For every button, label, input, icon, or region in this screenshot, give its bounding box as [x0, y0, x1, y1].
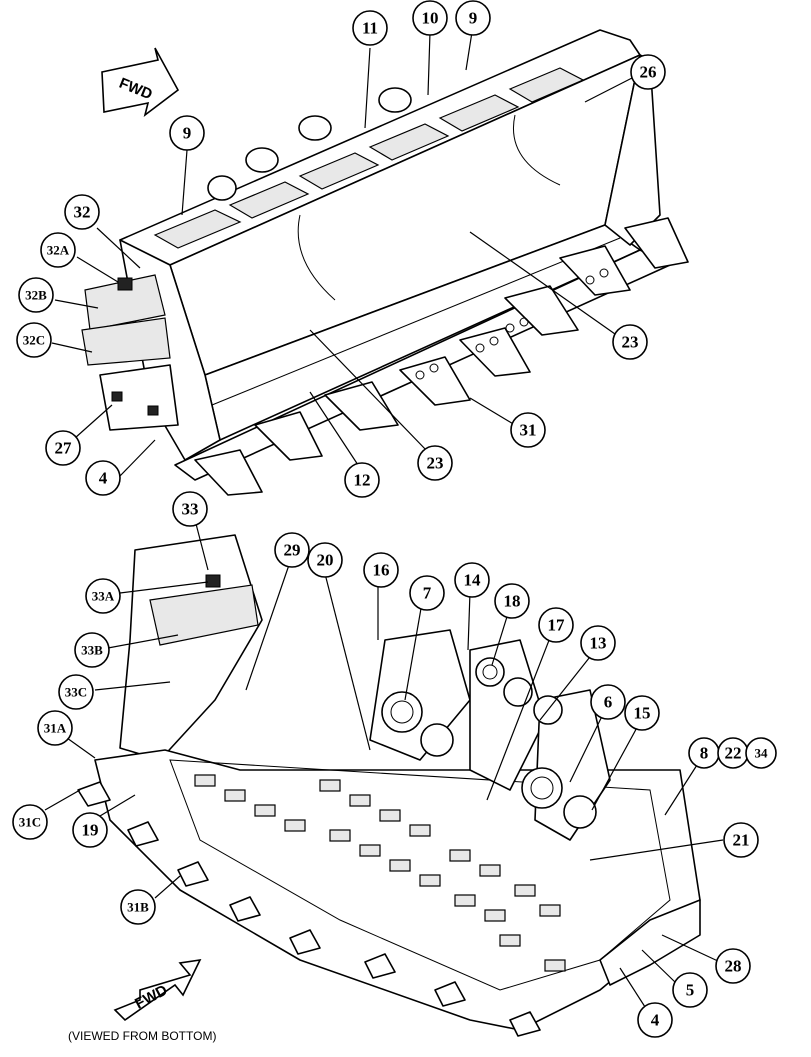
- callout-20: 20: [307, 542, 343, 578]
- callout-29: 29: [274, 532, 310, 568]
- callout-9-left: 9: [169, 115, 205, 151]
- svg-text:32A: 32A: [47, 243, 70, 258]
- bucket-teeth: [194, 217, 689, 496]
- callout-7: 7: [409, 575, 445, 611]
- callout-31A: 31A: [37, 710, 73, 746]
- callout-31B: 31B: [120, 889, 156, 925]
- svg-text:6: 6: [604, 693, 613, 712]
- callout-33: 33: [172, 491, 208, 527]
- bottom-teeth: [77, 781, 541, 1037]
- callout-19: 19: [72, 812, 108, 848]
- callout-6: 6: [590, 684, 626, 720]
- svg-text:32: 32: [74, 203, 91, 222]
- svg-text:32B: 32B: [25, 288, 47, 303]
- svg-text:15: 15: [634, 704, 651, 723]
- callout-4-bottom: 4: [637, 1002, 673, 1038]
- callout-33B: 33B: [74, 632, 110, 668]
- svg-text:11: 11: [362, 19, 378, 38]
- callout-32C: 32C: [16, 322, 52, 358]
- svg-text:7: 7: [423, 584, 432, 603]
- svg-text:18: 18: [504, 592, 521, 611]
- top-bucket-drawing: [81, 29, 689, 496]
- callout-10: 10: [412, 0, 448, 36]
- svg-text:9: 9: [469, 9, 478, 28]
- svg-text:21: 21: [733, 831, 750, 850]
- svg-text:16: 16: [373, 561, 390, 580]
- wear-buttons: [194, 774, 566, 972]
- svg-text:4: 4: [651, 1011, 660, 1030]
- fwd-arrow-top: FWD: [101, 47, 180, 118]
- callout-22: 22: [717, 737, 749, 769]
- svg-text:33A: 33A: [92, 589, 115, 604]
- callout-26: 26: [630, 54, 666, 90]
- rim-wear-segments: [153, 67, 585, 249]
- leader-lines: [44, 31, 724, 1011]
- callout-9-top: 9: [455, 0, 491, 36]
- callout-32A: 32A: [40, 232, 76, 268]
- svg-text:4: 4: [99, 469, 108, 488]
- svg-text:33B: 33B: [81, 643, 103, 658]
- callout-12: 12: [344, 462, 380, 498]
- svg-text:31B: 31B: [127, 900, 149, 915]
- svg-text:31A: 31A: [44, 721, 67, 736]
- callout-32: 32: [64, 194, 100, 230]
- svg-text:13: 13: [590, 634, 607, 653]
- callout-31C: 31C: [12, 804, 48, 840]
- back-lugs: [207, 87, 412, 201]
- svg-text:9: 9: [183, 124, 192, 143]
- callout-11: 11: [352, 10, 388, 46]
- callout-4-top: 4: [85, 460, 121, 496]
- fwd-arrow-bottom: FWD: [113, 958, 202, 1022]
- svg-text:31C: 31C: [19, 815, 41, 830]
- svg-text:10: 10: [422, 9, 439, 28]
- callout-14: 14: [454, 562, 490, 598]
- callout-17: 17: [538, 607, 574, 643]
- callout-15: 15: [624, 695, 660, 731]
- callout-8: 8: [688, 737, 720, 769]
- callout-23-upper: 23: [612, 324, 648, 360]
- svg-text:31: 31: [520, 421, 537, 440]
- callout-5: 5: [672, 972, 708, 1008]
- svg-text:17: 17: [548, 616, 566, 635]
- svg-text:14: 14: [464, 571, 482, 590]
- svg-text:28: 28: [725, 957, 742, 976]
- callouts: 11 10 9 26 9 32 32A 32B 32C 27 4 12 23 3…: [12, 0, 777, 1038]
- callout-13: 13: [580, 625, 616, 661]
- edge-bolts: [415, 268, 609, 380]
- svg-text:33: 33: [182, 500, 199, 519]
- svg-text:29: 29: [284, 541, 301, 560]
- callout-16: 16: [363, 552, 399, 588]
- bottom-bucket-drawing: [77, 534, 701, 1037]
- svg-text:20: 20: [317, 551, 334, 570]
- callout-32B: 32B: [18, 277, 54, 313]
- svg-text:27: 27: [55, 439, 73, 458]
- svg-text:12: 12: [354, 471, 371, 490]
- callout-21: 21: [723, 822, 759, 858]
- callout-33A: 33A: [85, 578, 121, 614]
- callout-34: 34: [745, 737, 777, 769]
- svg-text:23: 23: [622, 333, 639, 352]
- view-caption: (VIEWED FROM BOTTOM): [68, 1029, 216, 1043]
- svg-text:23: 23: [427, 454, 444, 473]
- svg-text:8: 8: [700, 744, 709, 763]
- svg-text:19: 19: [82, 821, 99, 840]
- svg-text:26: 26: [640, 63, 657, 82]
- callout-33C: 33C: [58, 674, 94, 710]
- svg-text:33C: 33C: [65, 685, 87, 700]
- callout-31: 31: [510, 412, 546, 448]
- svg-text:32C: 32C: [23, 333, 45, 348]
- callout-27: 27: [45, 430, 81, 466]
- callout-28: 28: [715, 948, 751, 984]
- callout-23-lower: 23: [417, 445, 453, 481]
- callout-18: 18: [494, 583, 530, 619]
- svg-text:34: 34: [755, 746, 769, 761]
- svg-text:22: 22: [725, 744, 742, 763]
- svg-text:5: 5: [686, 981, 695, 1000]
